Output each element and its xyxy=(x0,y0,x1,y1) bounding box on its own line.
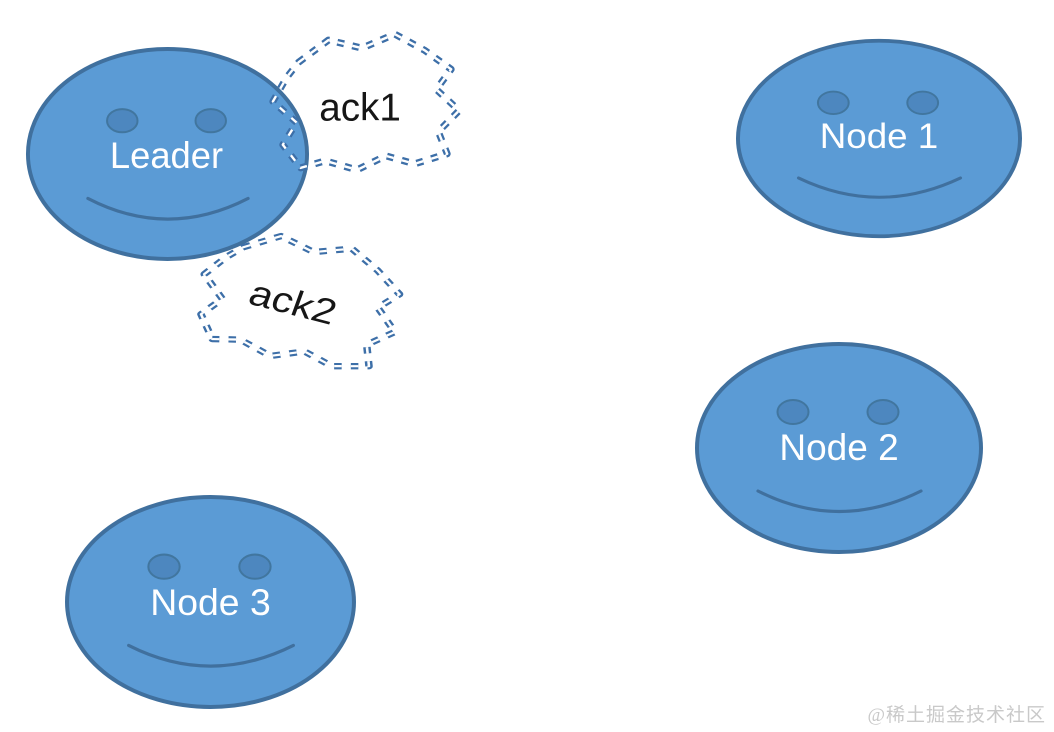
leader-label: Leader xyxy=(110,135,223,177)
node-3: Node 3 xyxy=(65,495,356,709)
node-3-smile-mouth xyxy=(127,643,295,668)
ack2-label: ack2 xyxy=(244,274,342,333)
leader-face-ellipse xyxy=(25,47,310,261)
node-2-right-eye xyxy=(866,399,900,425)
node-1: Node 1 xyxy=(735,38,1023,239)
node-2-left-eye xyxy=(776,399,810,425)
node-1-left-eye xyxy=(816,90,850,116)
node-2-face-ellipse xyxy=(695,342,983,554)
ack1-cloud-group: ack1 xyxy=(269,30,463,174)
leader-right-eye xyxy=(194,108,227,134)
leader-left-eye xyxy=(106,108,139,134)
ack2-cloud-split-line xyxy=(199,234,401,368)
ack2-callout: ack2 xyxy=(197,232,404,370)
ack1-callout: ack1 xyxy=(269,30,463,174)
node-2-label: Node 2 xyxy=(779,427,898,468)
ack1-label: ack1 xyxy=(319,86,401,129)
node-1-label: Node 1 xyxy=(820,117,938,156)
node-leader: Leader xyxy=(25,47,310,261)
node-1-smile-mouth xyxy=(796,176,963,199)
node-1-right-eye xyxy=(906,90,940,116)
node-3-right-eye xyxy=(238,553,272,580)
ack2-cloud-group: ack2 xyxy=(197,232,404,370)
node-3-face-ellipse xyxy=(65,495,356,709)
node-1-face-ellipse xyxy=(735,38,1023,239)
node-2-smile-mouth xyxy=(756,489,923,514)
node-3-label: Node 3 xyxy=(150,581,271,623)
watermark: @稀土掘金技术社区 xyxy=(867,705,1046,726)
leader-smile-mouth xyxy=(86,196,250,221)
node-3-left-eye xyxy=(147,553,181,580)
ack1-cloud-split-line xyxy=(271,32,461,172)
node-2: Node 2 xyxy=(695,342,983,554)
